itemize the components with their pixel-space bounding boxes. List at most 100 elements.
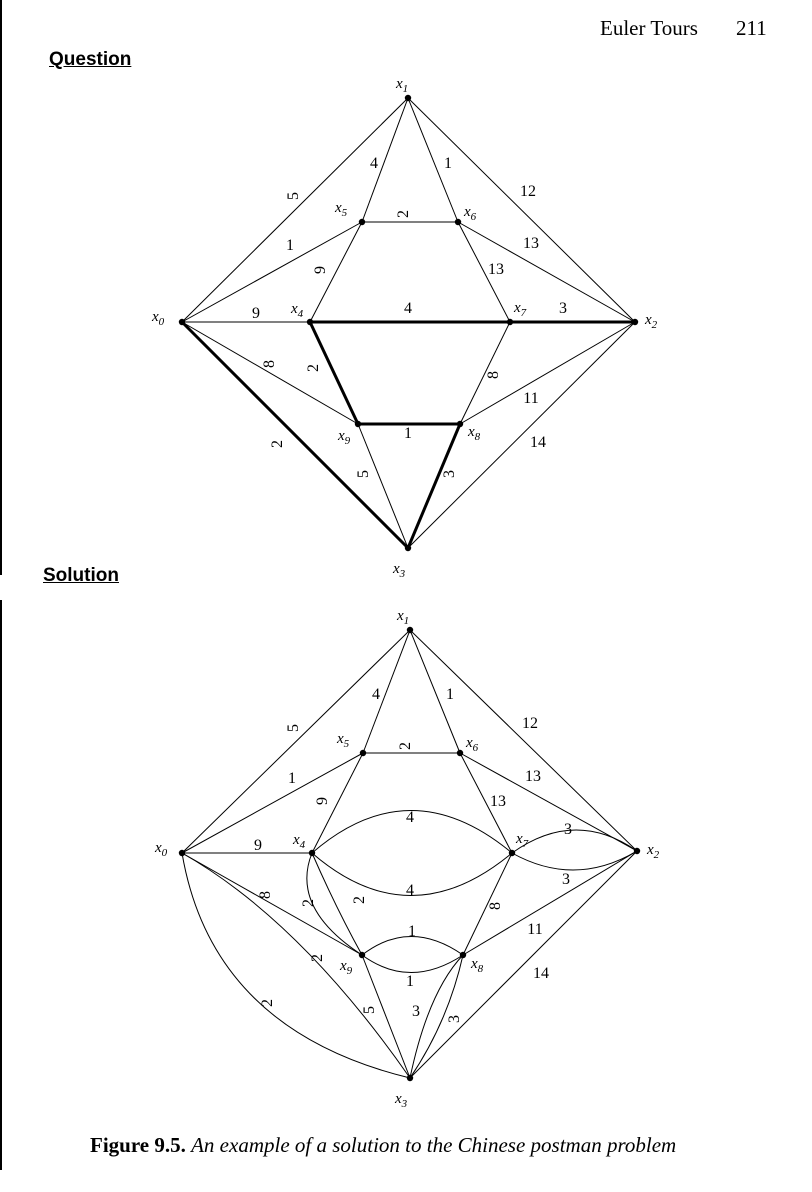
edge-weight-label: 4 — [406, 882, 414, 899]
edge-weight-label: 9 — [252, 305, 260, 322]
vertex-x9 — [354, 420, 362, 428]
edge-x0-x9 — [181, 852, 363, 956]
edge-x0-x1 — [181, 97, 409, 323]
vertex-label-x7: x7 — [515, 831, 529, 850]
edge-weight-label: 2 — [269, 440, 286, 448]
edge-x0-x9 — [181, 321, 359, 425]
vertex-x2 — [631, 318, 639, 326]
question-label: Question — [49, 49, 132, 70]
edge-weight-label: 3 — [559, 300, 567, 317]
vertex-x4 — [306, 318, 314, 326]
edge-x0-x5 — [181, 221, 363, 323]
edge-x1-x6 — [409, 629, 461, 754]
edge-weight-label: 3 — [562, 871, 570, 888]
edge-x4-x9 — [308, 321, 360, 425]
edge-x7-x8 — [459, 321, 511, 425]
edge-weight-label: 3 — [412, 1003, 420, 1020]
edge-weight-label: 8 — [487, 902, 504, 910]
figure-caption: Figure 9.5. An example of a solution to … — [90, 1133, 676, 1158]
edge-x7-x2 — [511, 850, 638, 871]
edge-x8-x3 — [406, 423, 462, 549]
page-number: 211 — [736, 16, 767, 40]
edge-x4-x7 — [311, 810, 513, 854]
vertex-label-x3: x3 — [394, 1091, 408, 1110]
edge-weight-label: 12 — [520, 183, 536, 200]
edge-weight-label: 13 — [488, 261, 504, 278]
edge-weight-label: 8 — [257, 891, 274, 899]
vertex-x6 — [454, 218, 462, 226]
vertex-x5 — [359, 749, 367, 757]
edge-weight-label: 1 — [286, 237, 294, 254]
edge-weight-label: 1 — [446, 686, 454, 703]
figure-caption-label: Figure 9.5. — [90, 1133, 186, 1157]
left-margin-bar-bottom — [0, 600, 2, 1170]
vertex-x5 — [358, 218, 366, 226]
edge-weight-label: 13 — [490, 793, 506, 810]
edge-weight-label: 5 — [285, 192, 302, 200]
edge-x9-x3 — [357, 423, 409, 549]
edge-x4-x9 — [311, 852, 363, 956]
vertex-label-x0: x0 — [154, 840, 168, 859]
edge-x6-x7 — [459, 752, 513, 854]
edge-x0-x3 — [181, 852, 411, 1079]
edge-x1-x5 — [362, 629, 411, 754]
edge-x1-x2 — [407, 97, 636, 323]
edge-x8-x3 — [409, 954, 464, 1079]
edge-x0-x1 — [181, 629, 411, 854]
vertex-label-x2: x2 — [646, 842, 660, 861]
edge-weight-label: 14 — [530, 434, 546, 451]
edge-weight-label: 4 — [372, 686, 380, 703]
left-margin-bar-top — [0, 0, 2, 575]
edge-weight-label: 2 — [305, 364, 322, 372]
running-header-title: Euler Tours — [600, 16, 698, 40]
edge-weight-label: 5 — [285, 724, 302, 732]
vertex-label-x5: x5 — [336, 731, 350, 750]
vertex-x6 — [456, 749, 464, 757]
edge-weight-label: 2 — [309, 954, 326, 962]
edge-weight-label: 4 — [370, 155, 378, 172]
edge-weight-label: 2 — [397, 742, 414, 750]
edge-weight-label: 13 — [525, 768, 541, 785]
edge-x8-x2 — [462, 850, 638, 956]
vertex-label-x6: x6 — [465, 735, 479, 754]
edge-x1-x6 — [407, 97, 459, 223]
edge-weight-label: 1 — [288, 770, 296, 787]
vertex-x0 — [178, 318, 186, 326]
edge-x1-x2 — [409, 629, 638, 852]
vertex-x1 — [406, 626, 414, 634]
edge-weight-label: 9 — [314, 797, 331, 805]
vertex-label-x9: x9 — [339, 958, 353, 977]
edge-x5-x4 — [311, 752, 364, 854]
edge-weight-label: 11 — [523, 390, 538, 407]
vertex-x9 — [358, 951, 366, 959]
edge-x0-x3 — [181, 852, 411, 1079]
edge-weight-label: 2 — [395, 210, 412, 218]
edge-x8-x2 — [459, 321, 636, 425]
edge-x0-x5 — [181, 752, 364, 854]
vertex-x3 — [406, 1074, 414, 1082]
edge-x8-x3 — [409, 954, 464, 1079]
figure-caption-text: An example of a solution to the Chinese … — [191, 1133, 677, 1157]
vertex-x4 — [308, 849, 316, 857]
vertex-label-x8: x8 — [470, 956, 484, 975]
vertex-x7 — [506, 318, 514, 326]
vertex-label-x4: x4 — [292, 832, 306, 851]
vertex-x2 — [633, 847, 641, 855]
edge-x3-x2 — [409, 850, 638, 1079]
vertex-x7 — [508, 849, 516, 857]
edge-weight-label: 2 — [351, 896, 368, 904]
edge-weight-label: 5 — [361, 1006, 378, 1014]
edge-x3-x2 — [407, 321, 636, 549]
edge-weight-label: 8 — [261, 360, 278, 368]
edge-weight-label: 14 — [533, 965, 549, 982]
vertex-x8 — [456, 420, 464, 428]
edge-weight-label: 9 — [254, 837, 262, 854]
edge-x9-x3 — [361, 954, 411, 1079]
solution-label: Solution — [43, 565, 119, 586]
edge-weight-label: 3 — [441, 470, 458, 478]
edge-x6-x2 — [459, 752, 638, 852]
edge-weight-label: 3 — [446, 1015, 463, 1023]
edge-weight-label: 13 — [523, 235, 539, 252]
